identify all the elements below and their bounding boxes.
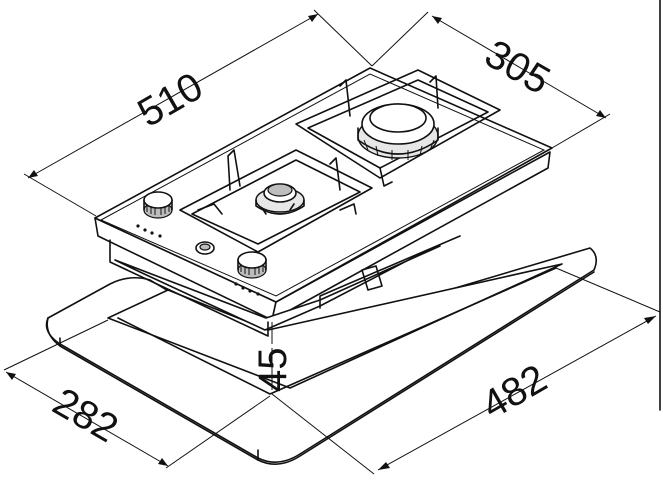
- dimension-lines: [3, 9, 661, 475]
- right-knob: [234, 251, 267, 296]
- large-burner: [295, 69, 501, 187]
- height-label: 45: [251, 348, 295, 393]
- ignition-button: [195, 241, 215, 255]
- left-knob: [136, 191, 173, 238]
- cutout-depth-label: 282: [46, 380, 126, 451]
- depth-top-label: 305: [478, 32, 558, 103]
- cutout-width-label: 482: [475, 356, 555, 427]
- width-top-label: 510: [131, 64, 211, 135]
- hob-body: [94, 151, 551, 337]
- cutout-opening: [107, 263, 563, 389]
- countertop: [45, 247, 598, 465]
- gas-connector: [361, 265, 383, 291]
- small-burner: [179, 149, 373, 253]
